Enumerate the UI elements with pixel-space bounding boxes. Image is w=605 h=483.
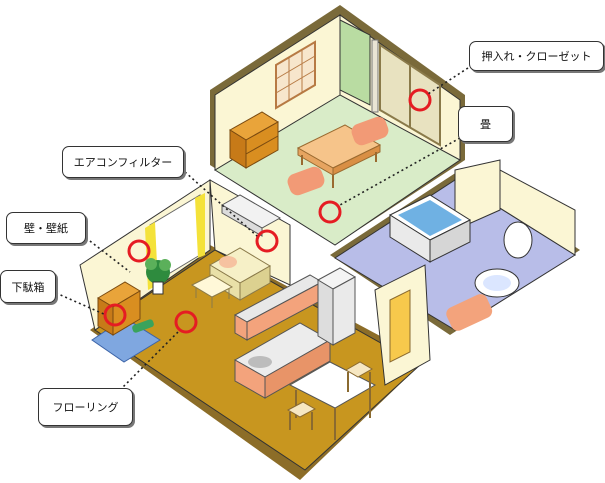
marker-closet [408, 88, 432, 112]
marker-wall [127, 239, 151, 263]
label-flooring: フローリング [38, 388, 133, 426]
marker-shoe-cabinet [103, 303, 127, 327]
shoji-window [275, 40, 316, 110]
red-markers [103, 88, 432, 334]
kitchen-island [233, 322, 332, 399]
label-shoe-cabinet: 下駄箱 [0, 270, 56, 303]
floor-cushion [287, 166, 325, 196]
potted-plant [145, 258, 171, 295]
floor-cushion [351, 116, 389, 146]
label-aircon-filter: エアコンフィルター [62, 146, 184, 178]
coffee-table [190, 274, 234, 308]
marker-flooring [174, 310, 198, 334]
air-conditioner [220, 194, 282, 237]
label-wall: 壁・壁紙 [6, 212, 86, 244]
tatami-room [210, 5, 465, 246]
toilet [474, 221, 533, 298]
dining-table [288, 361, 377, 440]
refrigerator [316, 267, 357, 346]
leader-lines [55, 67, 469, 391]
dining-chair [345, 361, 373, 392]
living-kitchen [79, 179, 431, 480]
label-closet: 押入れ・クローゼット [469, 41, 604, 71]
marker-aircon [255, 229, 279, 253]
marker-tatami [318, 200, 342, 224]
sofa [209, 247, 271, 301]
wooden-chest [229, 111, 279, 169]
bathtub [388, 194, 472, 263]
yellow-door [389, 289, 411, 363]
dining-chair [286, 401, 317, 430]
slippers [132, 319, 154, 333]
label-tatami: 畳 [458, 106, 513, 142]
bath-mat [446, 294, 493, 331]
